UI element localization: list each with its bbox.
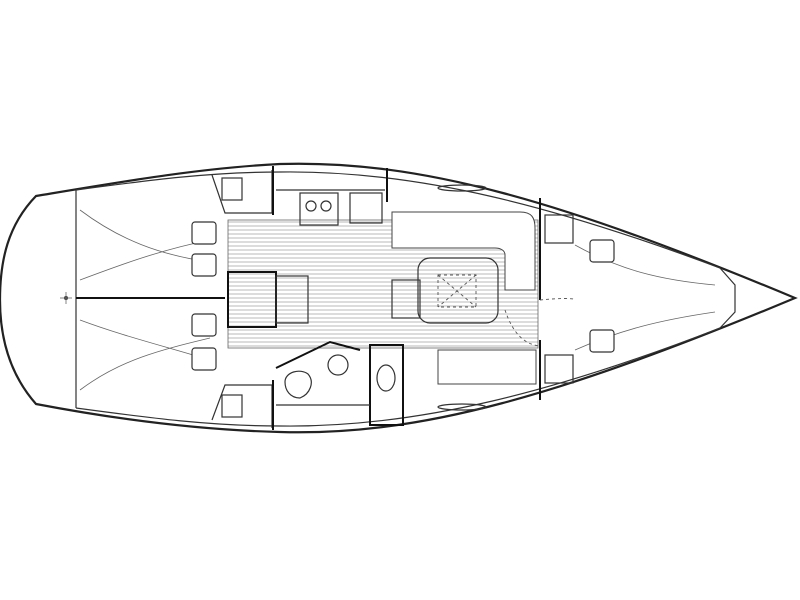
saloon-settee: [391, 211, 536, 291]
aft-pillows: [191, 221, 217, 371]
galley: [276, 189, 385, 226]
starboard-settee: [437, 349, 537, 385]
hull-port-bottom: [437, 403, 487, 411]
inner-hull-line: [75, 171, 721, 427]
heads: [275, 340, 404, 426]
saloon-table: [417, 257, 499, 324]
bulkheads: [272, 166, 541, 430]
forward-cabin: [504, 214, 716, 384]
bow-locker: [719, 267, 736, 329]
hull-port-top: [437, 184, 487, 192]
aft-berth-sheets: [79, 209, 211, 391]
